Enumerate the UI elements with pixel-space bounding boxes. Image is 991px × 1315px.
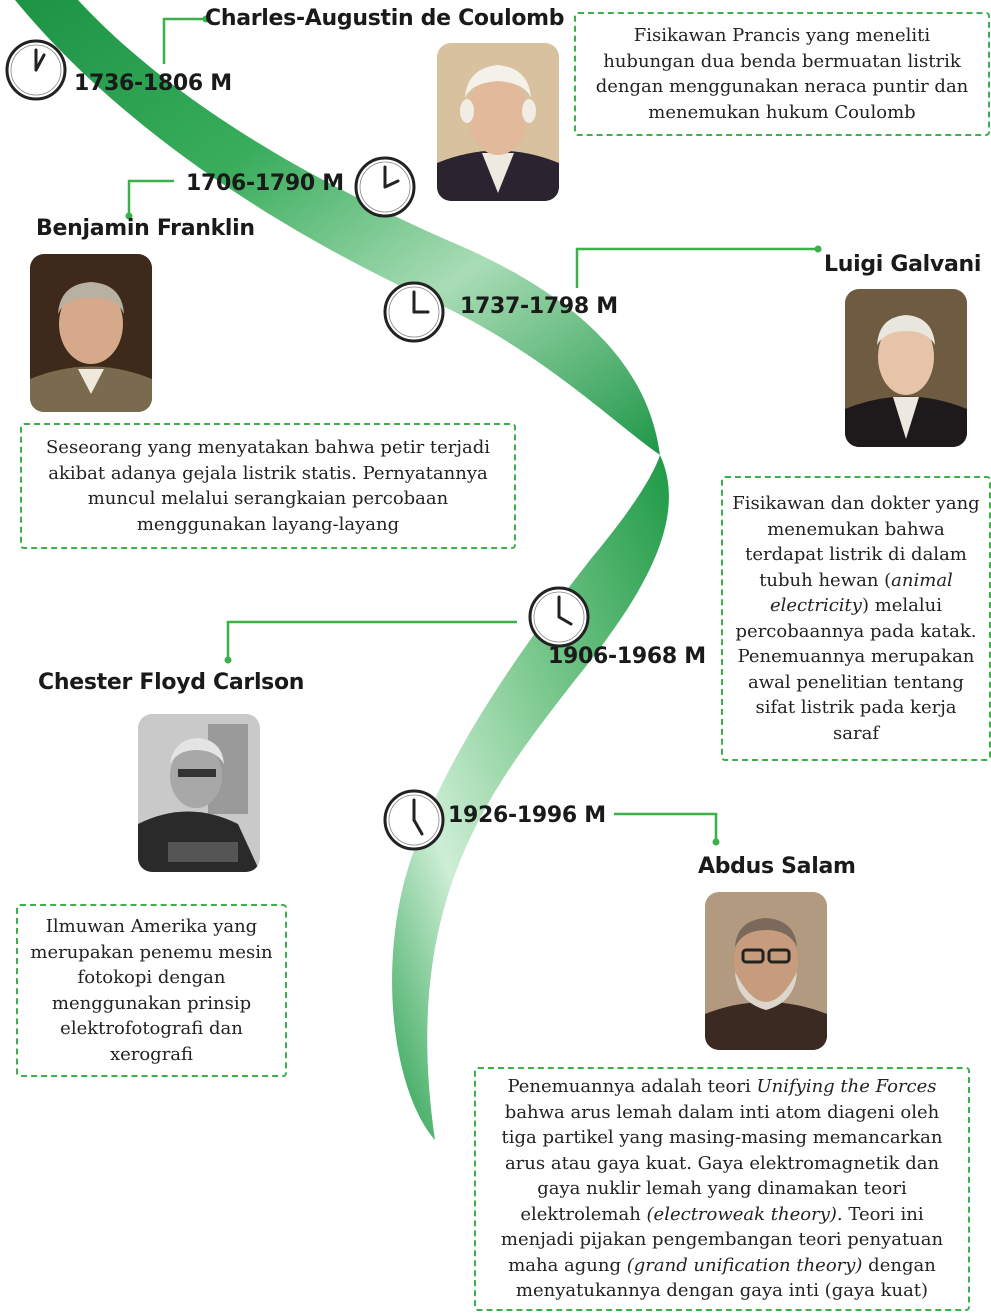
description-franklin: Seseorang yang menyatakan bahwa petir te… (20, 423, 516, 549)
clock-icon (353, 155, 417, 223)
connector-carlson (224, 620, 517, 664)
clock-icon (382, 788, 446, 856)
portrait-franklin (30, 254, 152, 412)
scientist-name-franklin: Benjamin Franklin (36, 216, 255, 241)
scientist-name-galvani: Luigi Galvani (824, 252, 982, 277)
portrait-galvani (845, 289, 967, 447)
year-range-coulomb: 1736-1806 M (74, 71, 232, 96)
scientist-name-coulomb: Charles-Augustin de Coulomb (205, 6, 565, 31)
clock-icon (382, 280, 446, 348)
description-carlson: Ilmuwan Amerika yang merupakan penemu me… (16, 904, 287, 1077)
portrait-coulomb (437, 43, 559, 201)
connector-salam (614, 812, 720, 846)
scientist-name-carlson: Chester Floyd Carlson (38, 670, 305, 695)
year-range-salam: 1926-1996 M (448, 803, 606, 828)
description-galvani: Fisikawan dan dokter yang menemukan bahw… (721, 476, 991, 761)
portrait-salam (705, 892, 827, 1050)
scientist-name-salam: Abdus Salam (698, 854, 856, 879)
clock-icon (527, 585, 591, 653)
year-range-franklin: 1706-1790 M (186, 171, 344, 196)
description-coulomb: Fisikawan Prancis yang meneliti hubungan… (574, 12, 990, 136)
connector-coulomb (162, 15, 210, 64)
year-range-carlson: 1906-1968 M (548, 644, 706, 669)
clock-icon (4, 38, 68, 106)
description-salam: Penemuannya adalah teori Unifying the Fo… (474, 1067, 970, 1311)
connector-galvani (575, 245, 822, 288)
connector-franklin (125, 179, 174, 220)
year-range-galvani: 1737-1798 M (460, 294, 618, 319)
portrait-carlson (138, 714, 260, 872)
